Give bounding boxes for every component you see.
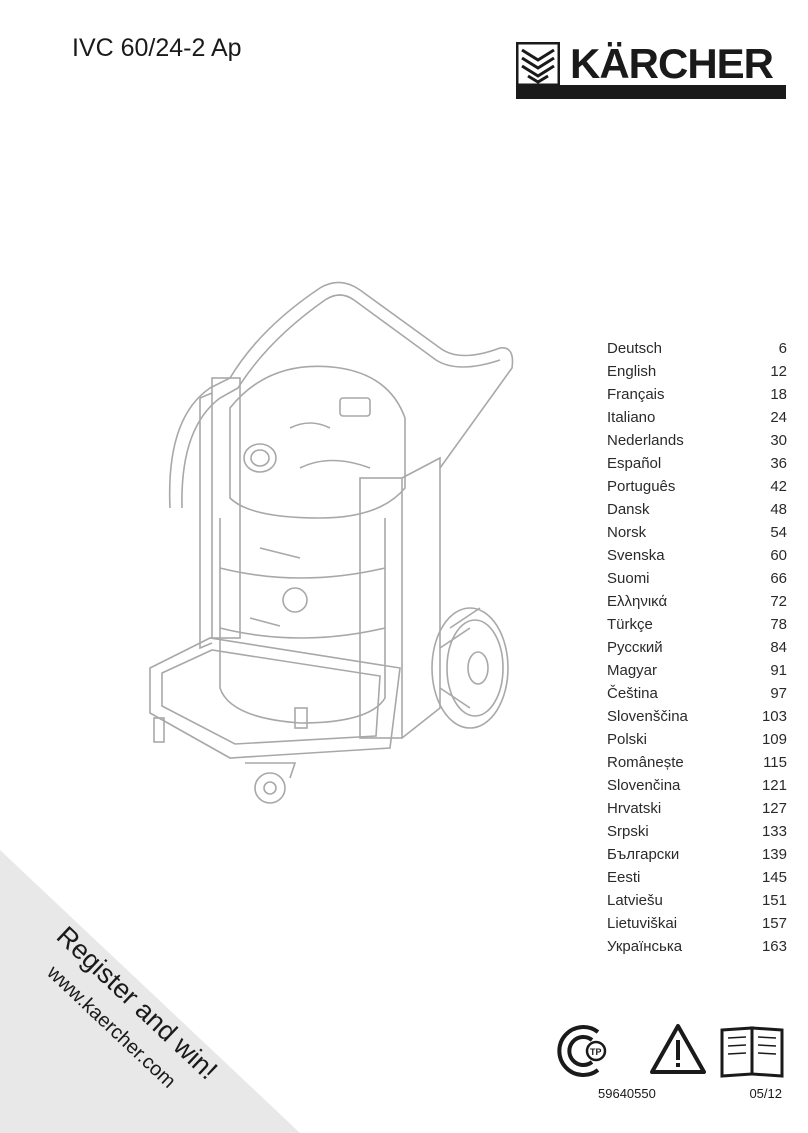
toc-row[interactable]: Ελληνικά 72 [607,590,787,613]
toc-row[interactable]: Español 36 [607,452,787,475]
toc-language: Slovenščina [607,708,688,725]
toc-language: Latviešu [607,892,663,909]
toc-page: 91 [770,662,787,679]
toc-language: Lietuviškai [607,915,678,932]
toc-language: English [607,363,657,380]
toc-page: 97 [770,685,787,702]
toc-language: Українська [607,938,683,955]
toc-language: Magyar [607,662,658,679]
toc-row[interactable]: Suomi 66 [607,567,787,590]
toc-page: 127 [761,800,787,817]
toc-page: 36 [770,455,787,472]
toc-row[interactable]: Eesti 145 [607,866,787,889]
toc-language: Português [607,478,676,495]
toc-language: Français [607,386,665,403]
toc-page: 133 [761,823,787,840]
toc-row[interactable]: Lietuviškai 157 [607,912,787,935]
toc-row[interactable]: Svenska 60 [607,544,787,567]
toc-language: Dansk [607,501,650,518]
toc-row[interactable]: Čeština 97 [607,682,787,705]
karcher-logo-icon [516,42,560,86]
toc-row[interactable]: Slovenščina 103 [607,705,787,728]
toc-row[interactable]: Srpski 133 [607,820,787,843]
svg-text:TP: TP [590,1047,602,1057]
promo-band: Register and win! www.kaercher.com [0,850,300,1133]
toc-language: Polski [607,731,648,748]
toc-row[interactable]: Dansk 48 [607,498,787,521]
toc-language: Ελληνικά [607,593,668,610]
toc-row[interactable]: Polski 109 [607,728,787,751]
toc-row[interactable]: Românește 115 [607,751,787,774]
toc-page: 48 [770,501,787,518]
toc-language: Suomi [607,570,650,587]
toc-page: 163 [761,938,787,955]
toc-page: 6 [778,340,787,357]
toc-page: 78 [770,616,787,633]
toc-page: 12 [770,363,787,380]
toc-row[interactable]: Italiano 24 [607,406,787,429]
toc-row[interactable]: Français 18 [607,383,787,406]
brand-wordmark: KÄRCHER [570,40,774,87]
toc-row[interactable]: Türkçe 78 [607,613,787,636]
edition-date: 05/12 [749,1086,782,1101]
toc-page: 60 [770,547,787,564]
toc-row[interactable]: Hrvatski 127 [607,797,787,820]
karcher-brand: KÄRCHER [516,38,786,100]
toc-language: Čeština [607,685,658,702]
toc-page: 66 [770,570,787,587]
toc-row[interactable]: Русский 84 [607,636,787,659]
toc-language: Românește [607,754,684,771]
toc-page: 151 [761,892,787,909]
toc-row[interactable]: Magyar 91 [607,659,787,682]
toc-language: Slovenčina [607,777,681,794]
toc-row[interactable]: Українська 163 [607,935,787,958]
toc-language: Norsk [607,524,647,541]
toc-language: Nederlands [607,432,684,449]
toc-language: Svenska [607,547,665,564]
toc-row[interactable]: Português 42 [607,475,787,498]
part-number: 59640550 [598,1086,656,1101]
toc-language: Eesti [607,869,641,886]
toc-page: 115 [763,754,787,771]
toc-language: Türkçe [607,616,653,633]
toc-row[interactable]: Slovenčina 121 [607,774,787,797]
toc-row[interactable]: Nederlands 30 [607,429,787,452]
model-title: IVC 60/24-2 Ap [72,34,242,62]
toc-language: Български [607,846,680,863]
gost-certification-icon: TP [557,1025,607,1077]
toc-row[interactable]: Deutsch 6 [607,337,787,360]
toc-language: Hrvatski [607,800,662,817]
registration-promo: Register and win! www.kaercher.com [0,850,300,1133]
footer-meta: 59640550 05/12 [598,1086,782,1101]
toc-language: Deutsch [607,340,663,357]
toc-page: 24 [770,409,787,426]
open-manual-icon [720,1026,784,1078]
brand-bar [516,85,786,99]
toc-page: 18 [770,386,787,403]
language-index: Deutsch 6 English 12 Français 18 Italiano 24… [607,337,787,958]
toc-language: Srpski [607,823,649,840]
toc-page: 103 [761,708,787,725]
toc-page: 84 [770,639,787,656]
toc-row[interactable]: English 12 [607,360,787,383]
toc-page: 139 [761,846,787,863]
warning-triangle-icon [650,1024,706,1074]
toc-page: 54 [770,524,787,541]
toc-row[interactable]: Norsk 54 [607,521,787,544]
toc-page: 42 [770,478,787,495]
toc-row[interactable]: Български 139 [607,843,787,866]
toc-language: Italiano [607,409,656,426]
toc-page: 109 [761,731,787,748]
certification-marks: TP [552,1020,792,1080]
toc-page: 157 [761,915,787,932]
toc-page: 30 [770,432,787,449]
toc-page: 145 [761,869,787,886]
toc-language: Русский [607,639,663,656]
toc-row[interactable]: Latviešu 151 [607,889,787,912]
product-vacuum-illustration [149,281,514,804]
toc-page: 121 [761,777,787,794]
toc-language: Español [607,455,662,472]
toc-page: 72 [770,593,787,610]
